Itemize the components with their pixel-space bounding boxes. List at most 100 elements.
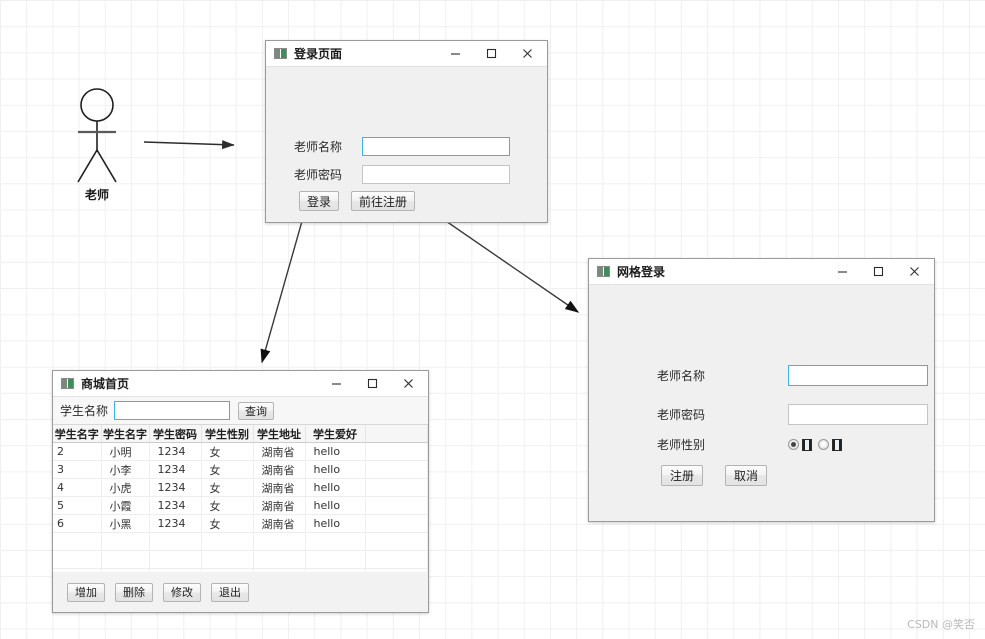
table-column-header[interactable]: 学生密码	[149, 425, 202, 443]
delete-button[interactable]: 删除	[115, 582, 153, 602]
table-cell[interactable]: 小黑	[101, 514, 150, 533]
table-cell[interactable]: 小霞	[101, 496, 150, 515]
table-cell[interactable]	[101, 532, 150, 551]
table-row[interactable]	[53, 568, 428, 572]
close-icon[interactable]	[896, 260, 932, 284]
register-window-controls[interactable]	[824, 260, 932, 284]
table-cell[interactable]: hello	[305, 478, 366, 497]
login-name-input[interactable]	[362, 137, 510, 156]
table-column-header[interactable]: 学生名字	[53, 425, 102, 443]
table-cell[interactable]: 1234	[149, 478, 202, 497]
table-window-controls[interactable]	[318, 372, 426, 396]
table-cell[interactable]: 小虎	[101, 478, 150, 497]
table-cell[interactable]: 1234	[149, 496, 202, 515]
table-cell[interactable]	[201, 532, 254, 551]
table-cell[interactable]: 4	[53, 478, 102, 497]
table-cell[interactable]	[365, 496, 428, 515]
modify-button[interactable]: 修改	[163, 582, 201, 602]
table-cell[interactable]	[305, 550, 366, 569]
table-cell[interactable]: 6	[53, 514, 102, 533]
table-cell[interactable]	[149, 568, 202, 572]
table-cell[interactable]	[253, 532, 306, 551]
gender-option-1[interactable]	[788, 438, 812, 451]
table-cell[interactable]	[365, 568, 428, 572]
table-cell[interactable]: 5	[53, 496, 102, 515]
table-cell[interactable]: 湖南省	[253, 460, 306, 479]
gender-option-2[interactable]	[818, 438, 842, 451]
table-cell[interactable]: 湖南省	[253, 478, 306, 497]
table-cell[interactable]: hello	[305, 496, 366, 515]
exit-button[interactable]: 退出	[211, 582, 249, 602]
table-cell[interactable]	[365, 460, 428, 479]
maximize-icon[interactable]	[354, 372, 390, 396]
table-cell[interactable]	[149, 532, 202, 551]
table-cell[interactable]: 小明	[101, 442, 150, 461]
table-cell[interactable]: 1234	[149, 514, 202, 533]
login-password-input[interactable]	[362, 165, 510, 184]
table-column-header[interactable]: 学生性别	[201, 425, 254, 443]
register-cancel-button[interactable]: 取消	[725, 465, 767, 486]
register-name-input[interactable]	[788, 365, 928, 386]
table-cell[interactable]	[305, 532, 366, 551]
table-cell[interactable]	[101, 550, 150, 569]
table-cell[interactable]	[365, 550, 428, 569]
table-cell[interactable]: 女	[201, 442, 254, 461]
student-search-input[interactable]	[114, 401, 231, 420]
table-cell[interactable]: 1234	[149, 460, 202, 479]
table-cell[interactable]: hello	[305, 460, 366, 479]
table-cell[interactable]	[365, 478, 428, 497]
register-window[interactable]: 网格登录 老师名称 老师密码	[588, 258, 935, 522]
table-cell[interactable]	[365, 514, 428, 533]
radio-unselected-icon[interactable]	[818, 439, 829, 450]
login-window[interactable]: 登录页面 老师名称 老师密码	[265, 40, 548, 223]
table-cell[interactable]: hello	[305, 514, 366, 533]
student-search-button[interactable]: 查询	[238, 401, 275, 420]
table-cell[interactable]	[365, 442, 428, 461]
radio-selected-icon[interactable]	[788, 439, 799, 450]
close-icon[interactable]	[509, 42, 545, 66]
table-cell[interactable]: 3	[53, 460, 102, 479]
login-submit-button[interactable]: 登录	[299, 191, 340, 211]
login-window-controls[interactable]	[437, 42, 545, 66]
table-cell[interactable]	[253, 550, 306, 569]
table-cell[interactable]: 2	[53, 442, 102, 461]
table-cell[interactable]	[53, 550, 102, 569]
register-submit-button[interactable]: 注册	[661, 465, 703, 486]
maximize-icon[interactable]	[473, 42, 509, 66]
register-password-input[interactable]	[788, 404, 928, 425]
table-column-header[interactable]: 学生名字	[101, 425, 150, 443]
table-cell[interactable]	[149, 550, 202, 569]
go-to-register-button[interactable]: 前往注册	[351, 191, 416, 211]
minimize-icon[interactable]	[824, 260, 860, 284]
login-window-titlebar[interactable]: 登录页面	[266, 41, 547, 67]
table-cell[interactable]	[365, 532, 428, 551]
table-column-header[interactable]: 学生爱好	[305, 425, 366, 443]
table-cell[interactable]	[253, 568, 306, 572]
table-cell[interactable]: 1234	[149, 442, 202, 461]
table-cell[interactable]: 女	[201, 496, 254, 515]
minimize-icon[interactable]	[318, 372, 354, 396]
maximize-icon[interactable]	[860, 260, 896, 284]
table-cell[interactable]: 湖南省	[253, 496, 306, 515]
table-cell[interactable]: hello	[305, 442, 366, 461]
table-window[interactable]: 商城首页 学生名称 查询	[52, 370, 429, 613]
table-cell[interactable]: 女	[201, 514, 254, 533]
table-cell[interactable]: 湖南省	[253, 442, 306, 461]
gender-radio-group[interactable]	[788, 438, 842, 451]
table-cell[interactable]: 女	[201, 460, 254, 479]
table-window-titlebar[interactable]: 商城首页	[53, 371, 428, 397]
minimize-icon[interactable]	[437, 42, 473, 66]
table-row[interactable]	[53, 532, 428, 551]
table-cell[interactable]	[201, 550, 254, 569]
register-window-titlebar[interactable]: 网格登录	[589, 259, 934, 285]
table-cell[interactable]: 小李	[101, 460, 150, 479]
table-cell[interactable]: 女	[201, 478, 254, 497]
table-row[interactable]	[53, 550, 428, 569]
table-column-header[interactable]: 学生地址	[253, 425, 306, 443]
